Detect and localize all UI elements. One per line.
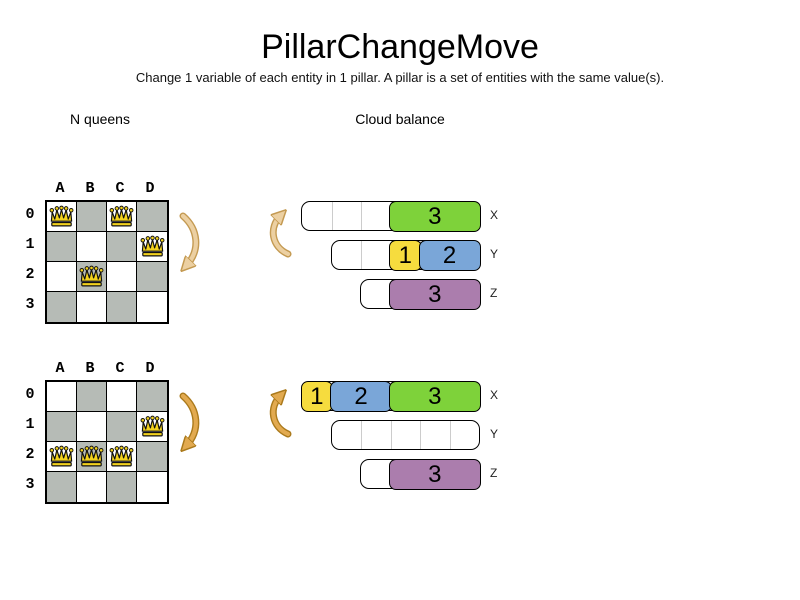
computer-label-Z: Z [490, 466, 498, 480]
capacity-divider [449, 421, 451, 449]
board-cell-C0 [107, 202, 137, 232]
board-row-label: 2 [25, 266, 35, 283]
chessboard-after [45, 380, 169, 504]
computer-bar-X-before: 3 [301, 200, 481, 232]
board-cell-B2 [77, 442, 107, 472]
board-cell-B1 [77, 412, 107, 442]
computer-bar-Z-before: 3 [360, 278, 481, 310]
board-cell-C3 [107, 472, 137, 502]
computer-label-Y: Y [490, 427, 499, 441]
board-cell-D3 [137, 292, 167, 322]
board-cell-C3 [107, 292, 137, 322]
queen-icon [79, 265, 104, 287]
board-move-arrow-before [179, 212, 200, 266]
process-block: 3 [389, 200, 481, 232]
board-row-label: 3 [25, 476, 35, 493]
board-row-label: 1 [25, 416, 35, 433]
board-cell-C1 [107, 412, 137, 442]
queen-icon [109, 445, 134, 467]
capacity-divider [331, 202, 333, 230]
page-subtitle: Change 1 variable of each entity in 1 pi… [135, 70, 665, 85]
board-cell-A0 [47, 202, 77, 232]
chessboard-before [45, 200, 169, 324]
board-column-label: D [145, 180, 155, 197]
board-cell-B2 [77, 262, 107, 292]
board-cell-C1 [107, 232, 137, 262]
board-cell-B0 [77, 202, 107, 232]
board-column-label: A [55, 180, 65, 197]
board-column-label: C [115, 180, 125, 197]
capacity-divider [390, 421, 392, 449]
computer-bar-Y-after [330, 420, 480, 450]
capacity-divider [361, 241, 362, 269]
board-cell-C2 [107, 442, 137, 472]
board-cell-A1 [47, 232, 77, 262]
board-cell-B0 [77, 382, 107, 412]
process-block: 3 [389, 278, 481, 310]
board-column-label: B [85, 360, 95, 377]
board-column-label: D [145, 360, 155, 377]
board-row-label: 0 [25, 206, 35, 223]
board-cell-A2 [47, 442, 77, 472]
board-column-label: A [55, 360, 65, 377]
board-cell-C0 [107, 382, 137, 412]
board-cell-D0 [137, 202, 167, 232]
section-header-cloud-balance: Cloud balance [355, 111, 445, 127]
process-block: 2 [330, 380, 392, 412]
computer-bar-Z-after: 3 [360, 458, 481, 490]
board-cell-C2 [107, 262, 137, 292]
computer-label-Z: Z [490, 286, 498, 300]
queen-icon [49, 205, 74, 227]
computer-label-X: X [490, 388, 499, 402]
board-row-label: 0 [25, 386, 35, 403]
board-cell-D3 [137, 472, 167, 502]
computer-label-X: X [490, 208, 499, 222]
board-column-label: C [115, 360, 125, 377]
board-cell-A0 [47, 382, 77, 412]
cloud-move-arrow-before [269, 215, 292, 258]
queen-icon [140, 235, 164, 257]
board-cell-A3 [47, 292, 77, 322]
board-cell-D2 [137, 442, 167, 472]
process-block: 1 [389, 239, 422, 271]
board-row-label: 3 [25, 296, 35, 313]
process-block: 2 [418, 239, 481, 271]
capacity-divider [420, 421, 421, 449]
board-cell-A2 [47, 262, 77, 292]
board-row-label: 2 [25, 446, 35, 463]
board-cell-D1 [137, 232, 167, 262]
queen-icon [49, 445, 74, 467]
computer-label-Y: Y [490, 247, 499, 261]
board-row-label: 1 [25, 236, 35, 253]
process-block: 3 [389, 458, 481, 490]
board-cell-D1 [137, 412, 167, 442]
board-cell-B3 [77, 292, 107, 322]
queen-icon [109, 205, 134, 227]
board-column-label: B [85, 180, 95, 197]
capacity-divider [361, 421, 362, 449]
page-title: PillarChangeMove [261, 28, 539, 66]
board-cell-A3 [47, 472, 77, 502]
queen-icon [140, 415, 164, 437]
queen-icon [79, 445, 104, 467]
cloud-move-arrow-after [269, 395, 292, 438]
board-cell-D2 [137, 262, 167, 292]
section-header-nqueens: N queens [70, 111, 130, 127]
process-block: 3 [389, 380, 481, 412]
process-block: 1 [300, 380, 333, 412]
board-move-arrow-after [179, 392, 200, 446]
board-cell-D0 [137, 382, 167, 412]
board-cell-B1 [77, 232, 107, 262]
capacity-divider [361, 202, 362, 230]
board-cell-B3 [77, 472, 107, 502]
board-cell-A1 [47, 412, 77, 442]
